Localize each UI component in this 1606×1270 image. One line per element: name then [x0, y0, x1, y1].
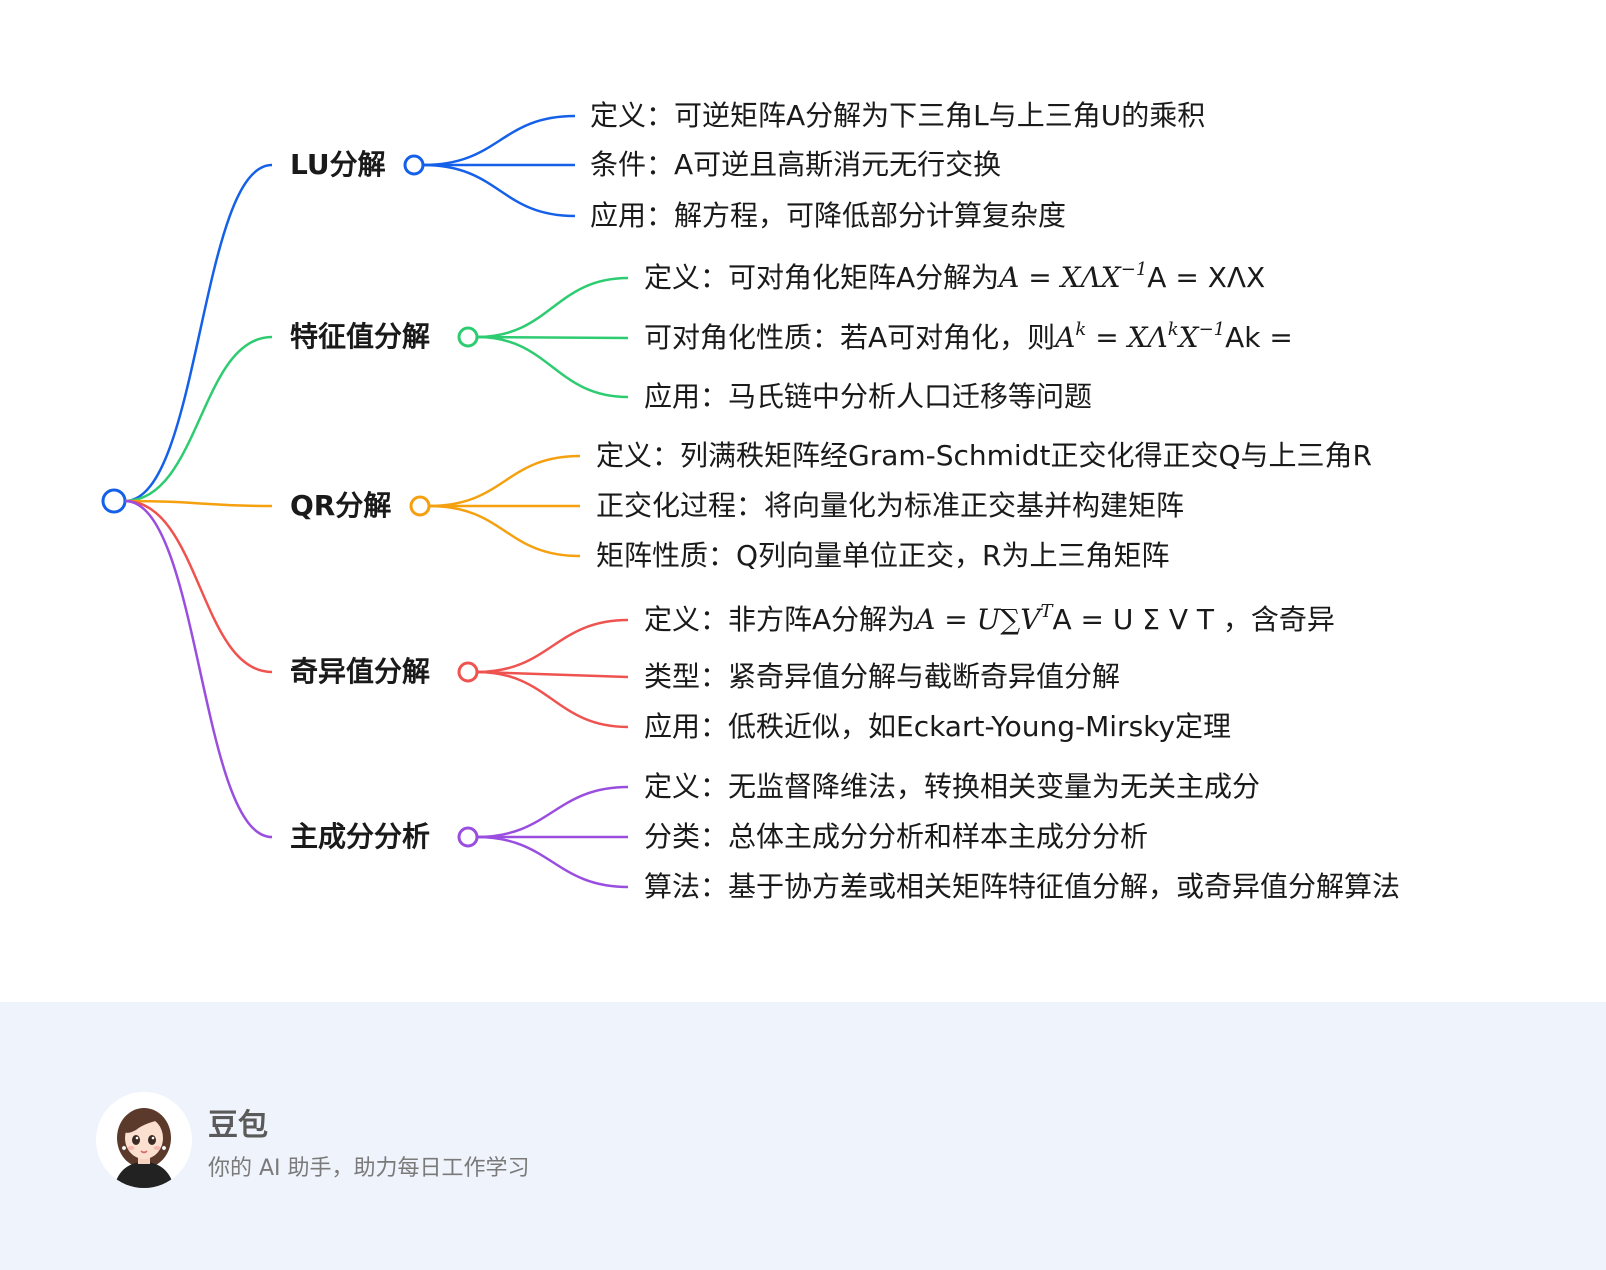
- leaf-eigen-definition: 定义：可对角化矩阵A分解为A = XΛX−1A = XΛX: [644, 260, 1265, 300]
- brand-tagline: 你的 AI 助手，助力每日工作学习: [208, 1156, 530, 1181]
- leaf-eigen-application: 应用：马氏链中分析人口迁移等问题: [644, 380, 1093, 413]
- leaf-svd-definition-plain: A = U Σ V T ，含奇异: [1052, 603, 1335, 636]
- leaf-qr-property: 矩阵性质：Q列向量单位正交，R为上三角矩阵: [596, 539, 1170, 572]
- svd-node: [457, 661, 479, 683]
- leaf-qr-definition: 定义：列满秩矩阵经Gram-Schmidt正交化得正交Q与上三角R: [596, 439, 1372, 472]
- brand-name: 豆包: [208, 1108, 268, 1143]
- eigen-node: [457, 326, 479, 348]
- leaf-eigen-property: 可对角化性质：若A可对角化，则Ak = XΛkX−1Ak =: [644, 320, 1293, 360]
- leaf-eigen-definition-plain: A = XΛX: [1147, 261, 1266, 294]
- leaf-pca-classification: 分类：总体主成分分析和样本主成分分析: [644, 820, 1149, 853]
- leaf-lu-condition: 条件：A可逆且高斯消元无行交换: [590, 148, 1002, 181]
- connector-root-pca: [124, 499, 273, 839]
- leaf-eigen-definition-text: 定义：可对角化矩阵A分解为: [644, 261, 1000, 294]
- leaf-svd-types: 类型：紧奇异值分解与截断奇异值分解: [644, 660, 1121, 693]
- branch-svd: 奇异值分解: [290, 655, 431, 688]
- math-svd-definition: A = U∑VT: [915, 601, 1053, 637]
- leaf-pca-definition: 定义：无监督降维法，转换相关变量为无关主成分: [644, 770, 1261, 803]
- connector-root-svd: [124, 499, 273, 674]
- pca-node: [457, 826, 479, 848]
- leaf-svd-definition: 定义：非方阵A分解为A = U∑VTA = U Σ V T ，含奇异: [644, 602, 1335, 638]
- branch-lu: LU分解: [290, 148, 386, 181]
- branch-eigen: 特征值分解: [290, 320, 431, 353]
- mindmap-canvas: LU分解 特征值分解 QR分解 奇异值分解 主成分分析 定义：可逆矩阵A分解为下…: [101, 99, 1401, 903]
- math-eigen-definition: A = XΛX−1: [999, 260, 1148, 295]
- qr-node: [409, 495, 431, 517]
- leaf-pca-algorithm: 算法：基于协方差或相关矩阵特征值分解，或奇异值分解算法: [644, 870, 1401, 903]
- mindmap-connectors: [101, 114, 629, 889]
- leaf-qr-process: 正交化过程：将向量化为标准正交基并构建矩阵: [596, 489, 1185, 522]
- avatar-illustration: [96, 1092, 192, 1188]
- branch-pca: 主成分分析: [290, 820, 431, 853]
- leaf-lu-application: 应用：解方程，可降低部分计算复杂度: [590, 199, 1067, 232]
- leaf-lu-definition: 定义：可逆矩阵A分解为下三角L与上三角U的乘积: [590, 99, 1206, 132]
- footer: 豆包 你的 AI 助手，助力每日工作学习: [0, 1002, 1606, 1270]
- leaf-svd-definition-text: 定义：非方阵A分解为: [644, 603, 916, 636]
- connector-root-lu: [124, 163, 273, 503]
- avatar: [96, 1092, 192, 1188]
- lu-node: [403, 154, 425, 176]
- math-eigen-property: Ak = XΛkX−1: [1055, 320, 1226, 355]
- leaf-svd-application: 应用：低秩近似，如Eckart-Young-Mirsky定理: [644, 710, 1231, 743]
- connector-root-qr: [124, 499, 273, 508]
- root-node: [101, 488, 127, 514]
- leaf-eigen-property-plain: Ak =: [1225, 321, 1293, 354]
- branch-qr: QR分解: [290, 489, 392, 522]
- leaf-eigen-property-text: 可对角化性质：若A可对角化，则: [644, 321, 1056, 354]
- connector-root-eigen: [124, 335, 273, 503]
